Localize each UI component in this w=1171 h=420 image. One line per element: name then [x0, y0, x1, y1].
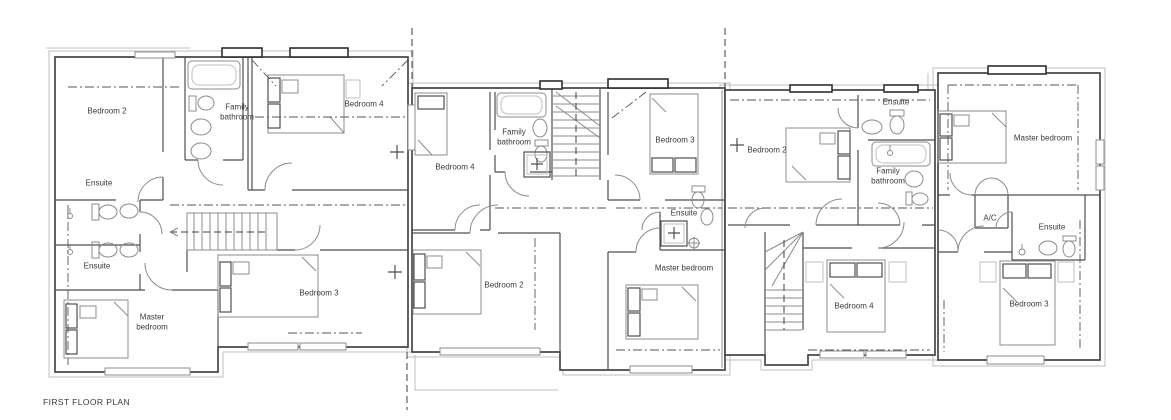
house-1-doors: [137, 159, 321, 291]
basin-icon: [700, 208, 714, 226]
plan-title: FIRST FLOOR PLAN: [43, 397, 131, 407]
basin-icon: [532, 118, 548, 138]
house-1-beds: [63, 74, 361, 359]
house-4-ensuite-fixtures: [1018, 235, 1077, 258]
house-3-dashed-lines: [728, 99, 933, 351]
bathtub-icon: [871, 141, 931, 167]
bathtub-icon: [496, 92, 547, 118]
basin-icon: [190, 118, 212, 136]
house-3-stairs: [764, 231, 804, 331]
house-1-outline: [54, 56, 409, 373]
house-1-ensuite-fixtures: [67, 203, 139, 259]
house-4-outline: [937, 72, 1101, 361]
bed-icon: [937, 110, 1007, 164]
house-2-windows: [407, 78, 693, 374]
bed-icon: [649, 93, 699, 175]
house-3-beds: [785, 127, 907, 333]
house-2-bathroom-fixtures: [496, 92, 551, 178]
house-2-dashed-lines: [495, 91, 722, 351]
house-3-doors: [744, 107, 905, 249]
house-4-doors: [937, 172, 1013, 253]
bed-icon: [63, 299, 129, 359]
house-3-outline: [724, 89, 936, 366]
setting-out-lines: [406, 28, 726, 410]
basin-icon: [861, 119, 883, 135]
house-1-walls: [55, 57, 408, 347]
house-4-beds: [937, 110, 1075, 346]
house-4-windows: [986, 65, 1105, 365]
shower-icon: [523, 151, 551, 178]
house-1-dashed-lines: [67, 59, 409, 365]
shower-icon: [660, 220, 688, 247]
basin-icon: [119, 203, 139, 219]
house-2-stairs: [553, 91, 601, 177]
house-2-walls: [412, 88, 725, 370]
basin-icon: [190, 142, 212, 160]
basin-icon: [904, 170, 924, 188]
bathtub-icon: [187, 60, 241, 90]
bed-icon: [785, 127, 851, 183]
house-4-dashed-lines: [943, 84, 1081, 352]
house-4-walls: [938, 194, 1100, 261]
house-3-bathroom-fixtures: [861, 109, 931, 206]
bed-icon: [217, 254, 319, 318]
basin-icon: [119, 242, 139, 258]
house-2-outline: [411, 87, 726, 371]
survey-cross-markers: [388, 138, 744, 279]
house-1-bathroom-fixtures: [187, 60, 241, 160]
house-3-windows: [789, 84, 919, 359]
house-2-doors: [454, 171, 661, 253]
house-1-stairs: [169, 212, 278, 251]
house-2-ensuite-fixtures: [660, 185, 714, 249]
bed-icon: [826, 259, 886, 333]
bed-icon: [412, 249, 482, 315]
toilet-icon: [188, 95, 197, 112]
house-3-walls: [728, 95, 935, 355]
bed-icon: [999, 260, 1056, 346]
basin-icon: [1038, 240, 1058, 256]
bed-icon: [625, 284, 699, 340]
house-1-windows: [104, 47, 349, 376]
